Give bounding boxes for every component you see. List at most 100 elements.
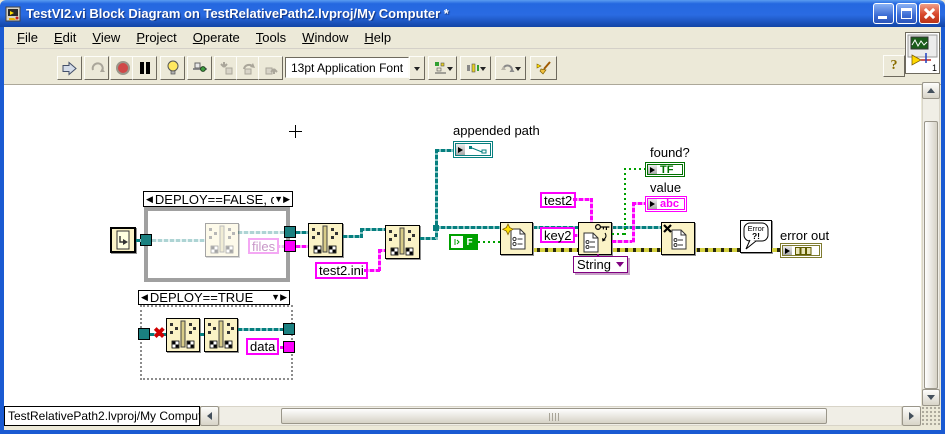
data-string-constant[interactable]: data [246, 338, 280, 355]
font-selector-dropdown[interactable] [409, 56, 425, 80]
boolean-wire[interactable] [624, 168, 626, 235]
string-wire[interactable] [378, 249, 381, 271]
test2-ini-string-constant[interactable]: test2.ini [315, 262, 368, 279]
case-prev-arrow[interactable]: ◀ [141, 292, 148, 302]
error-wire[interactable] [772, 248, 780, 252]
boolean-wire[interactable] [624, 168, 645, 170]
project-context-box[interactable]: TestRelativePath2.lvproj/My Computer [4, 406, 212, 426]
case-menu-arrow[interactable]: ▼ [271, 292, 281, 302]
run-continuous-button[interactable] [84, 56, 109, 80]
path-wire[interactable] [343, 235, 361, 238]
string-wire[interactable] [364, 269, 380, 272]
path-wire[interactable] [420, 237, 438, 240]
retain-wire-values-button[interactable] [187, 56, 212, 80]
menu-help[interactable]: Help [364, 30, 392, 45]
tunnel[interactable] [283, 323, 295, 335]
string-ring-constant[interactable]: String [573, 256, 628, 273]
disabled-string-wire[interactable] [276, 245, 285, 248]
string-wire[interactable] [632, 202, 645, 205]
distribute-objects-button[interactable] [460, 56, 491, 80]
string-wire[interactable] [590, 198, 593, 222]
false-boolean-constant[interactable]: F [449, 234, 478, 250]
case-next-arrow[interactable]: ▶ [280, 292, 287, 302]
value-string-indicator[interactable]: abc [645, 196, 687, 212]
error-out-cluster-indicator[interactable] [780, 243, 822, 258]
case-prev-arrow[interactable]: ◀ [146, 193, 153, 204]
resize-grip[interactable] [921, 406, 941, 426]
case-next-arrow[interactable]: ▶ [283, 193, 290, 204]
vertical-scrollbar[interactable] [922, 82, 940, 406]
path-wire[interactable] [435, 149, 438, 239]
vertical-scrollbar-thumb[interactable] [924, 121, 938, 389]
tunnel[interactable] [284, 240, 296, 252]
maximize-button[interactable] [896, 3, 917, 24]
vi-icon-pane[interactable]: 1 [905, 32, 940, 74]
path-wire[interactable] [435, 149, 453, 152]
disabled-path-wire[interactable] [238, 231, 284, 234]
path-wire[interactable] [136, 239, 141, 242]
case-menu-arrow[interactable]: ▼ [274, 193, 284, 204]
horizontal-scrollbar-thumb[interactable] [281, 408, 827, 424]
appended-path-indicator[interactable] [453, 141, 493, 158]
font-selector[interactable]: 13pt Application Font [285, 57, 409, 78]
error-wire[interactable] [516, 248, 740, 252]
scroll-left-button[interactable] [200, 406, 219, 426]
strip-path-node-1[interactable] [166, 318, 200, 352]
step-into-button[interactable] [214, 56, 239, 80]
string-wire[interactable] [378, 249, 386, 252]
string-wire[interactable] [573, 198, 592, 201]
tunnel[interactable] [283, 341, 295, 353]
abort-button[interactable] [110, 56, 135, 80]
wire-junction[interactable] [433, 225, 439, 231]
found-boolean-indicator[interactable]: TF [645, 162, 685, 177]
path-wire[interactable] [435, 226, 500, 229]
menu-edit[interactable]: Edit [53, 30, 77, 45]
close-config-data-node[interactable] [661, 222, 695, 255]
open-config-data-node[interactable] [500, 222, 533, 255]
disabled-path-wire[interactable] [152, 239, 205, 242]
boolean-wire[interactable] [612, 233, 626, 235]
boolean-wire[interactable] [478, 241, 500, 243]
refnum-wire[interactable] [612, 226, 661, 229]
string-wire[interactable] [632, 202, 635, 243]
highlight-execution-button[interactable] [160, 56, 185, 80]
current-vi-path-node[interactable] [110, 227, 136, 253]
tunnel[interactable] [138, 328, 150, 340]
cleanup-diagram-button[interactable] [530, 56, 557, 80]
broken-path-wire[interactable] [150, 333, 166, 336]
path-wire[interactable] [200, 333, 204, 336]
disabled-build-path-node[interactable] [205, 223, 239, 257]
path-wire[interactable] [238, 328, 283, 331]
menu-file[interactable]: File [17, 30, 38, 45]
step-out-button[interactable] [258, 56, 283, 80]
menu-operate[interactable]: Operate [192, 30, 240, 45]
path-wire[interactable] [360, 228, 363, 238]
read-key-node[interactable] [578, 222, 612, 255]
menu-view[interactable]: View [92, 30, 121, 45]
string-wire[interactable] [612, 240, 634, 243]
string-wire[interactable] [280, 346, 284, 349]
pause-button[interactable] [132, 56, 157, 80]
string-wire[interactable] [573, 234, 581, 237]
test2-string-constant[interactable]: test2 [540, 192, 577, 208]
menu-project[interactable]: Project [136, 30, 177, 45]
scroll-up-button[interactable] [922, 82, 940, 99]
build-path-node-2[interactable] [385, 225, 420, 259]
minimize-button[interactable] [873, 3, 894, 24]
tunnel[interactable] [140, 234, 152, 246]
broken-wire-x-icon[interactable]: ✖ [153, 325, 166, 342]
scroll-right-button[interactable] [902, 406, 921, 426]
menu-tools[interactable]: Tools [255, 30, 287, 45]
strip-path-node-2[interactable] [204, 318, 238, 352]
path-wire[interactable] [296, 231, 308, 234]
key2-string-constant[interactable]: key2 [540, 227, 576, 243]
structure-1-header[interactable]: ◀ DEPLOY==FALSE, defaul ▼ ▶ [143, 191, 293, 207]
build-path-node-1[interactable] [308, 223, 343, 257]
path-wire[interactable] [360, 228, 385, 231]
tunnel[interactable] [284, 226, 296, 238]
close-button[interactable] [919, 3, 940, 24]
help-button[interactable]: ? [883, 55, 905, 77]
step-over-button[interactable] [236, 56, 261, 80]
horizontal-scrollbar[interactable] [219, 406, 902, 426]
align-objects-button[interactable] [428, 56, 457, 80]
